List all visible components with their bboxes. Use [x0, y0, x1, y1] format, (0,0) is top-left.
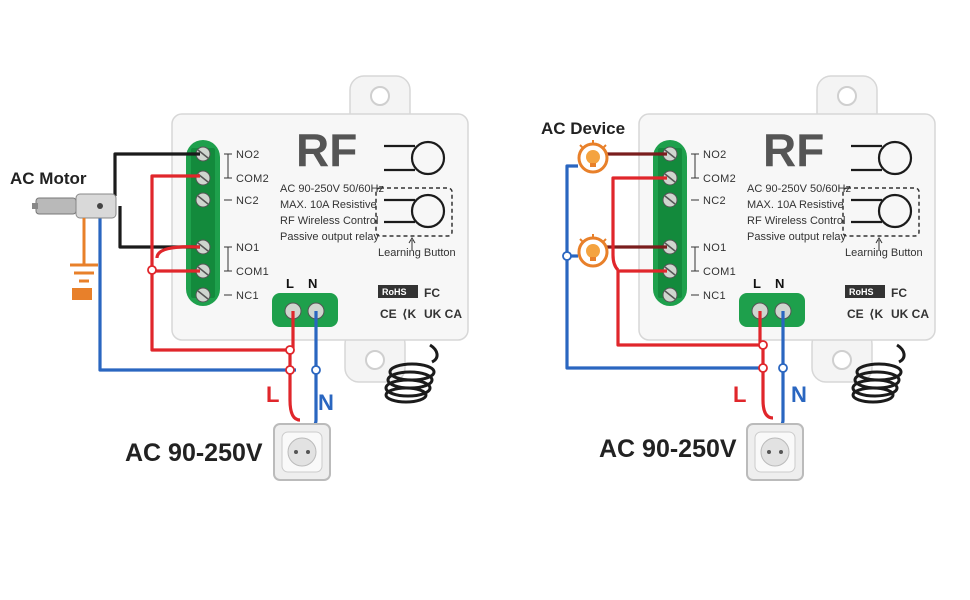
terminal-com1: COM1 [236, 266, 269, 278]
cert-rohs: RoHS [382, 287, 407, 297]
screw-slot [664, 195, 676, 205]
screw-slot [664, 290, 676, 300]
cert-ce: CE [847, 307, 864, 321]
terminal-com2: COM2 [236, 173, 269, 185]
cert-ce: CE [380, 307, 397, 321]
terminal-nc2: NC2 [236, 195, 259, 207]
screw-slot [197, 290, 209, 300]
mount-hole-bottom [832, 350, 852, 370]
bulb-icon [577, 234, 609, 268]
motor-icon [32, 193, 117, 219]
learning-button-frame [842, 187, 920, 237]
module-title: RF [763, 124, 824, 176]
spec-line: Passive output relay [747, 231, 847, 243]
spec-line: Passive output relay [280, 231, 380, 243]
rohs-badge [845, 285, 885, 298]
ground-icon [70, 218, 98, 300]
mount-hole-top [370, 86, 390, 106]
terminal-no1: NO1 [236, 242, 260, 254]
terminal-no2: NO2 [703, 149, 727, 161]
cert-fc: FC [891, 286, 907, 300]
spec-line: AC 90-250V 50/60Hz [747, 183, 851, 195]
learning-button-frame [375, 187, 453, 237]
power-terminal-n: N [775, 276, 784, 291]
diagram-motor: RF AC 90-250V 50/60Hz MAX. 10A Resistive… [10, 75, 469, 481]
screw-slot [197, 149, 209, 159]
learning-button-label: Learning Button [378, 247, 456, 259]
supply-label: AC 90-250V [125, 439, 263, 467]
cert-rohs: RoHS [849, 287, 874, 297]
rohs-badge [378, 285, 418, 298]
screw-slot [197, 195, 209, 205]
cert-unknown-icon: ⟨K [402, 307, 416, 321]
cert-ukca: UK CA [424, 307, 462, 321]
neutral-label: N [318, 390, 334, 415]
spec-line: RF Wireless Control [280, 215, 378, 227]
cert-unknown-icon: ⟨K [869, 307, 883, 321]
learning-button-label: Learning Button [845, 247, 923, 259]
load-label: AC Motor [10, 169, 87, 188]
mount-hole-bottom [365, 350, 385, 370]
screw-slot [197, 242, 209, 252]
neutral-label: N [791, 382, 807, 407]
spec-line: MAX. 10A Resistive [280, 199, 377, 211]
power-terminal-l: L [286, 276, 294, 291]
cert-ukca: UK CA [891, 307, 929, 321]
load-label: AC Device [541, 119, 625, 138]
terminal-com1: COM1 [703, 266, 736, 278]
outlet-icon [746, 423, 804, 481]
screw-slot [664, 149, 676, 159]
terminal-nc1: NC1 [703, 290, 726, 302]
relay-module: RF AC 90-250V 50/60Hz MAX. 10A Resistive… [638, 75, 936, 404]
outlet-icon [273, 423, 331, 481]
supply-label: AC 90-250V [599, 435, 737, 463]
junctions [147, 265, 321, 375]
line-label: L [266, 382, 279, 407]
terminal-screws [662, 146, 678, 303]
terminal-no1: NO1 [703, 242, 727, 254]
terminal-labels: NO2 COM2 NC2 NO1 COM1 NC1 [691, 149, 736, 302]
power-terminal-block [739, 293, 805, 327]
terminal-nc1: NC1 [236, 290, 259, 302]
remote-button-icon [851, 140, 913, 176]
learning-button-icon[interactable] [851, 193, 913, 229]
screw-slot [664, 173, 676, 183]
line-label: L [733, 382, 746, 407]
screw-slot [664, 266, 676, 276]
terminal-nc2: NC2 [703, 195, 726, 207]
mount-hole-top [837, 86, 857, 106]
terminal-no2: NO2 [236, 149, 260, 161]
relay-module: RF AC 90-250V 50/60Hz MAX. 10A Resistive… [171, 75, 469, 404]
terminal-screws [195, 146, 211, 303]
remote-button-icon [384, 140, 446, 176]
power-terminal-block [272, 293, 338, 327]
screw-slot [197, 266, 209, 276]
power-terminal-n: N [308, 276, 317, 291]
screw-slot [664, 242, 676, 252]
spec-line: RF Wireless Control [747, 215, 845, 227]
terminal-com2: COM2 [703, 173, 736, 185]
learning-button-icon[interactable] [384, 193, 446, 229]
power-terminal-l: L [753, 276, 761, 291]
antenna-icon [384, 343, 439, 404]
cert-fc: FC [424, 286, 440, 300]
spec-line: AC 90-250V 50/60Hz [280, 183, 384, 195]
spec-line: MAX. 10A Resistive [747, 199, 844, 211]
diagram-device: RF AC 90-250V 50/60Hz MAX. 10A Resistive… [541, 75, 936, 481]
bulb-icon [577, 140, 609, 174]
antenna-icon [851, 343, 906, 404]
junctions [562, 251, 788, 373]
module-title: RF [296, 124, 357, 176]
terminal-labels: NO2 COM2 NC2 NO1 COM1 NC1 [224, 149, 269, 302]
